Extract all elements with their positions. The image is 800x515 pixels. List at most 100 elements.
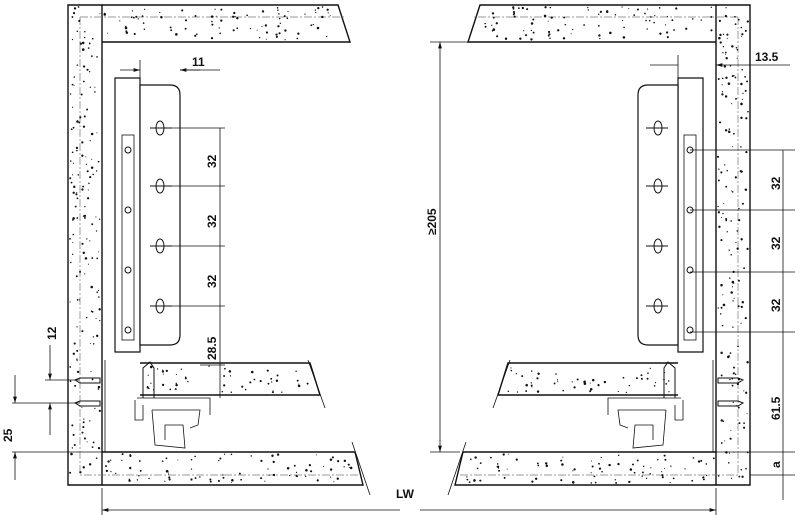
speckle	[195, 33, 198, 36]
speckle	[73, 76, 76, 78]
speckle	[717, 179, 720, 182]
speckle	[276, 7, 279, 9]
speckle	[521, 6, 525, 10]
speckle	[725, 51, 727, 54]
speckle	[232, 29, 235, 32]
speckle	[728, 452, 731, 454]
speckle	[267, 468, 269, 470]
speckle	[96, 291, 99, 294]
speckle	[722, 45, 725, 48]
speckle	[233, 11, 236, 15]
speckle	[479, 462, 482, 465]
speckle	[636, 8, 639, 11]
speckle	[284, 29, 287, 32]
speckle	[70, 181, 73, 184]
speckle	[746, 413, 748, 415]
speckle	[650, 467, 652, 469]
speckle	[82, 215, 85, 217]
speckle	[731, 45, 734, 48]
speckle	[194, 14, 197, 17]
speckle	[504, 37, 508, 40]
speckle	[87, 47, 90, 49]
speckle	[476, 467, 479, 470]
speckle	[87, 189, 89, 191]
speckle	[589, 387, 593, 391]
speckle	[81, 48, 85, 51]
speckle	[272, 473, 276, 477]
speckle	[731, 280, 735, 284]
speckle	[72, 241, 74, 244]
speckle	[717, 307, 719, 309]
speckle	[571, 481, 575, 484]
speckle	[737, 406, 740, 409]
speckle	[736, 57, 738, 59]
speckle	[95, 317, 97, 320]
speckle	[72, 126, 75, 129]
speckle	[348, 466, 350, 468]
speckle	[308, 463, 311, 467]
speckle	[532, 18, 535, 21]
speckle	[76, 149, 78, 152]
speckle	[97, 160, 100, 163]
speckle	[536, 390, 540, 393]
speckle	[325, 35, 328, 38]
speckle	[720, 374, 723, 377]
speckle	[267, 382, 270, 385]
speckle	[745, 117, 748, 120]
speckle	[304, 13, 306, 15]
speckle	[82, 125, 86, 128]
speckle	[484, 22, 486, 25]
speckle	[305, 468, 308, 472]
speckle	[617, 390, 619, 393]
speckle	[321, 6, 324, 8]
speckle	[598, 467, 602, 470]
speckle	[160, 16, 163, 19]
speckle	[622, 376, 625, 379]
speckle	[614, 479, 617, 481]
speckle	[184, 376, 187, 379]
speckle	[517, 7, 520, 9]
speckle	[597, 24, 600, 27]
speckle	[76, 349, 79, 352]
speckle	[731, 377, 734, 380]
speckle	[729, 65, 732, 67]
speckle	[70, 452, 73, 456]
speckle	[223, 453, 226, 455]
speckle	[736, 247, 739, 250]
speckle	[315, 454, 317, 456]
speckle	[594, 481, 597, 484]
speckle	[661, 476, 664, 479]
speckle	[190, 478, 193, 481]
speckle	[521, 375, 524, 378]
speckle	[553, 382, 556, 385]
speckle	[729, 277, 731, 279]
speckle	[84, 257, 88, 260]
speckle	[92, 336, 95, 338]
speckle	[231, 15, 235, 18]
speckle	[71, 424, 74, 427]
speckle	[684, 468, 686, 470]
speckle	[591, 460, 593, 462]
speckle	[270, 377, 273, 380]
speckle	[156, 368, 159, 370]
speckle	[331, 456, 334, 459]
speckle	[497, 465, 500, 468]
speckle	[724, 14, 728, 18]
speckle	[74, 205, 77, 208]
speckle	[219, 32, 221, 35]
speckle	[74, 384, 77, 387]
speckle	[744, 188, 748, 192]
speckle	[720, 239, 723, 242]
speckle	[735, 97, 737, 100]
speckle	[317, 6, 320, 10]
speckle	[110, 471, 112, 473]
speckle	[572, 28, 574, 31]
speckle	[697, 460, 701, 463]
speckle	[73, 185, 76, 189]
speckle	[277, 25, 280, 28]
speckle	[732, 132, 735, 135]
speckle	[86, 441, 88, 443]
speckle	[261, 26, 263, 28]
speckle	[629, 468, 633, 471]
speckle	[89, 140, 91, 142]
